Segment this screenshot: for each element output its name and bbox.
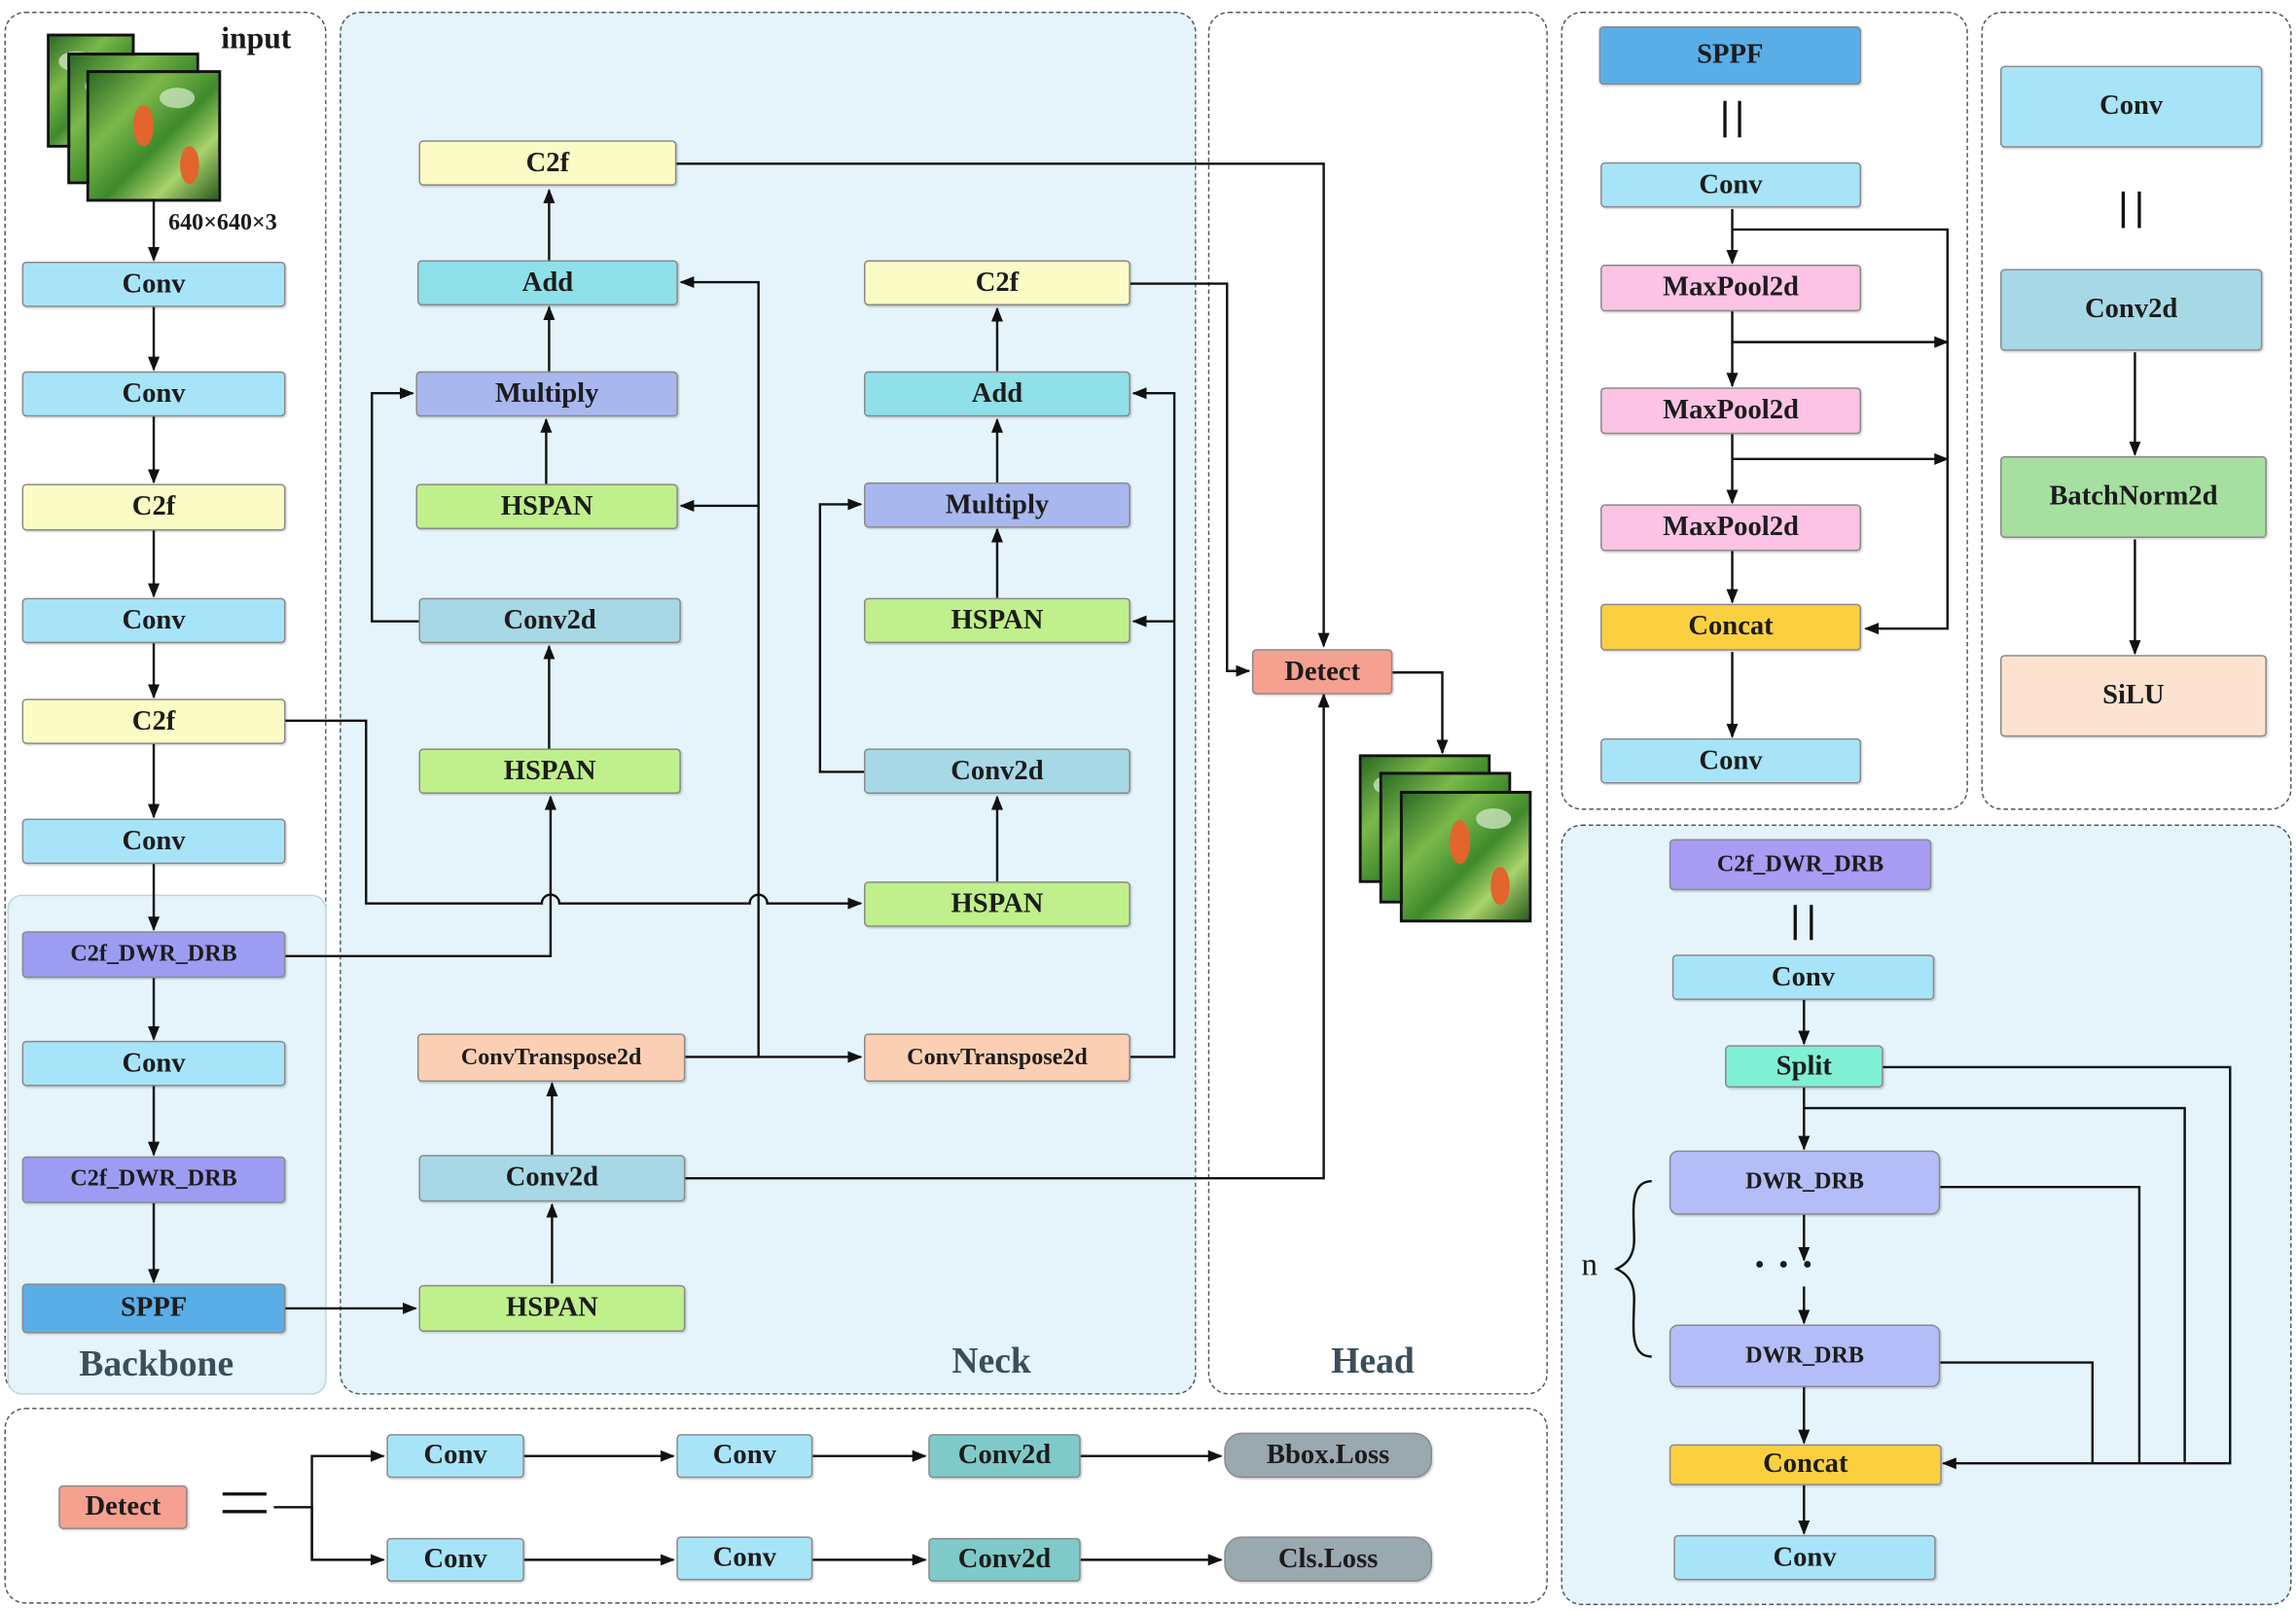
neck-conv2d-bottom: Conv2d: [418, 1155, 686, 1202]
neck-convtranspose2d-right: ConvTranspose2d: [864, 1033, 1130, 1082]
input-label: input: [221, 20, 292, 56]
neck-conv2d-left: Conv2d: [418, 597, 681, 644]
c2f-dwr-drb-detail-n-label: n: [1581, 1245, 1598, 1282]
backbone-conv-1: Conv: [21, 261, 286, 307]
neck-convtranspose2d-left: ConvTranspose2d: [416, 1033, 686, 1082]
output-image-3: [1399, 790, 1532, 923]
head-title: Head: [1331, 1342, 1415, 1382]
neck-hspan-bottom: HSPAN: [418, 1284, 686, 1332]
detect-detail-row1-conv-1: Conv: [386, 1434, 524, 1479]
detect-detail-row2-conv2d: Conv2d: [928, 1537, 1081, 1582]
c2f-dwr-drb-detail-dots: · · ·: [1752, 1242, 1814, 1288]
detect-detail-row1-conv-2: Conv: [676, 1434, 813, 1479]
neck-multiply-left: Multiply: [415, 371, 678, 417]
conv-detail-panel: [1981, 12, 2292, 810]
sppf-detail-maxpool-3: MaxPool2d: [1600, 504, 1861, 552]
sppf-detail-conv-top: Conv: [1600, 161, 1861, 208]
sppf-detail-concat: Concat: [1600, 603, 1861, 651]
backbone-conv-5: Conv: [21, 1040, 286, 1087]
c2f-dwr-drb-detail-title: C2f_DWR_DRB: [1668, 839, 1932, 891]
sppf-detail-maxpool-1: MaxPool2d: [1600, 264, 1861, 312]
neck-hspan-left-1: HSPAN: [415, 483, 678, 529]
c2f-dwr-drb-detail-concat: Concat: [1668, 1444, 1942, 1486]
neck-add-right: Add: [864, 371, 1130, 417]
neck-hspan-right-2: HSPAN: [864, 881, 1130, 927]
c2f-dwr-drb-detail-split: Split: [1725, 1045, 1883, 1089]
backbone-c2f-2: C2f: [21, 698, 286, 744]
head-detect: Detect: [1251, 649, 1393, 695]
neck-multiply-right: Multiply: [864, 482, 1130, 528]
neck-conv2d-right: Conv2d: [864, 748, 1130, 794]
backbone-c2f-dwr-drb-1: C2f_DWR_DRB: [21, 931, 286, 979]
backbone-conv-3: Conv: [21, 597, 286, 644]
input-size-label: 640×640×3: [168, 210, 277, 235]
conv-detail-silu: SiLU: [1999, 655, 2267, 737]
neck-c2f-right: C2f: [864, 260, 1130, 306]
conv-detail-title: Conv: [1999, 65, 2263, 148]
backbone-sppf: SPPF: [21, 1283, 286, 1334]
detect-detail-panel: [4, 1408, 1548, 1604]
conv-detail-conv2d: Conv2d: [1999, 268, 2263, 351]
backbone-conv-4: Conv: [21, 818, 286, 865]
c2f-dwr-drb-detail-dwr-drb-1: DWR_DRB: [1668, 1150, 1941, 1215]
detect-detail-row1-conv2d: Conv2d: [928, 1434, 1081, 1479]
detect-detail-detect: Detect: [58, 1485, 188, 1529]
sppf-detail-conv-bottom: Conv: [1600, 737, 1861, 784]
neck-title: Neck: [951, 1342, 1031, 1382]
neck-add-left: Add: [416, 260, 678, 306]
backbone-title: Backbone: [79, 1344, 234, 1385]
backbone-conv-2: Conv: [21, 371, 286, 417]
sppf-detail-panel: [1561, 12, 1968, 810]
neck-hspan-left-2: HSPAN: [418, 748, 681, 794]
neck-hspan-right-1: HSPAN: [864, 597, 1130, 644]
backbone-c2f-dwr-drb-2: C2f_DWR_DRB: [21, 1156, 286, 1203]
backbone-c2f-1: C2f: [21, 483, 286, 531]
detect-detail-row2-conv-1: Conv: [386, 1537, 524, 1582]
sppf-detail-title: SPPF: [1598, 26, 1861, 86]
neck-c2f-left: C2f: [418, 140, 677, 186]
conv-detail-batchnorm2d: BatchNorm2d: [1999, 455, 2267, 538]
detect-detail-row1-bbox-loss: Bbox.Loss: [1224, 1432, 1432, 1479]
c2f-dwr-drb-detail-dwr-drb-2: DWR_DRB: [1668, 1324, 1941, 1388]
sppf-detail-maxpool-2: MaxPool2d: [1600, 387, 1861, 435]
detect-detail-row2-cls-loss: Cls.Loss: [1224, 1536, 1432, 1582]
detect-detail-row2-conv-2: Conv: [676, 1536, 813, 1581]
c2f-dwr-drb-detail-conv-top: Conv: [1671, 954, 1935, 1000]
c2f-dwr-drb-detail-conv-bottom: Conv: [1673, 1534, 1936, 1581]
head-panel: [1207, 12, 1548, 1395]
